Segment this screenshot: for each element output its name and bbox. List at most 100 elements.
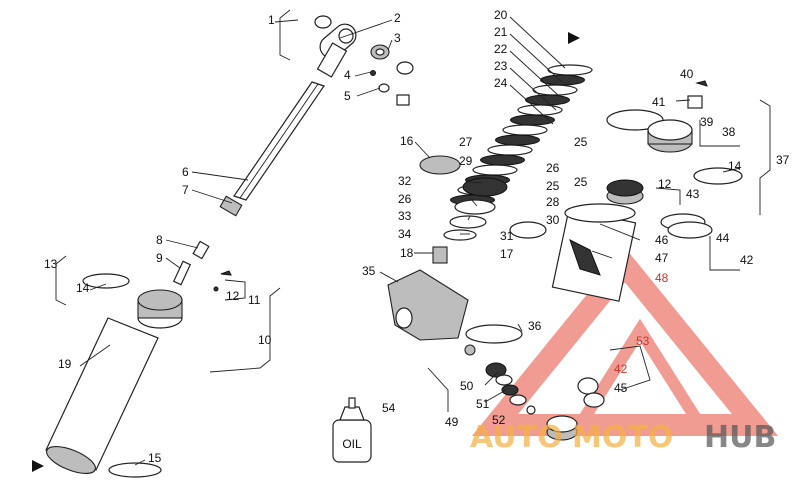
callout-number: 4 [344, 68, 351, 82]
callout-number: 25 [546, 179, 560, 193]
callout-number: 26 [546, 161, 560, 175]
callout-number: 20 [494, 8, 508, 22]
leader-lines [79, 16, 741, 466]
valve-part [464, 344, 476, 356]
callout-number: 41 [652, 95, 666, 109]
callout-number: 29 [459, 154, 473, 168]
callout-number: 48 [655, 271, 669, 285]
callout-number: 40 [680, 67, 694, 81]
watermark-moto: MOTO [572, 420, 673, 455]
bearing-part [370, 44, 390, 60]
spring-ring [540, 74, 585, 86]
callout-number: 18 [400, 246, 414, 260]
callout-number: 7 [182, 183, 189, 197]
reservoir-cap-part [647, 119, 693, 153]
callout-number: 38 [722, 125, 736, 139]
callout-number: 15 [148, 451, 162, 465]
callout-number: 14 [728, 159, 742, 173]
callout-number: 26 [398, 192, 412, 206]
callout-number: 23 [494, 59, 508, 73]
bracket-lines [55, 9, 771, 412]
snap-ring-part [396, 61, 414, 75]
reservoir-body-part [45, 317, 159, 474]
callout-number: 27 [459, 135, 473, 149]
clevis-body-part [387, 269, 469, 341]
callout-number: 25 [574, 135, 588, 149]
callout-number: 33 [398, 209, 412, 223]
washer-part [378, 83, 390, 93]
oil-bottle-label: OIL [342, 437, 362, 451]
callout-number: 46 [655, 233, 669, 247]
callout-number: 9 [156, 251, 163, 265]
watermark-logo [471, 247, 779, 436]
callout-number: 25 [574, 175, 588, 189]
spring-ring [525, 94, 570, 106]
callout-number: 19 [58, 357, 72, 371]
callout-number: 47 [655, 251, 669, 265]
callout-number: 35 [362, 264, 376, 278]
piston-group-part [443, 177, 547, 241]
reservoir-cap-part [546, 415, 578, 441]
callout-number: 10 [258, 333, 272, 347]
spring-ring [502, 124, 548, 136]
callout-number: 2 [394, 11, 401, 25]
callout-number: 3 [394, 31, 401, 45]
callout-number: 32 [398, 174, 412, 188]
callout-number: 12 [226, 289, 240, 303]
seal-head-part [137, 289, 183, 329]
callout-number: 22 [494, 42, 508, 56]
o-ring-part [667, 221, 713, 239]
valve-part [396, 94, 410, 106]
callout-number: 24 [494, 76, 508, 90]
o-ring-part [108, 462, 162, 478]
callout-number: 50 [460, 379, 474, 393]
callout-number: 31 [500, 229, 514, 243]
pin-part [172, 260, 192, 286]
watermark-hub: HUB [704, 420, 776, 455]
callout-number: 36 [528, 319, 542, 333]
bushing-part [192, 240, 210, 260]
spring-ring [472, 164, 518, 176]
valve-part [687, 95, 703, 109]
callout-number: 6 [182, 165, 189, 179]
callout-number: 52 [492, 413, 506, 427]
bushing-part [432, 246, 448, 264]
spring-ring [510, 114, 555, 126]
callout-number: 16 [400, 134, 414, 148]
arrow-icon [568, 32, 580, 44]
ball-part [213, 286, 219, 292]
callout-number: 1 [268, 13, 275, 27]
cylinder-part [551, 203, 637, 302]
watermark-auto: AUTO [470, 420, 563, 455]
shaft-part [219, 81, 325, 217]
o-ring-part [577, 377, 599, 395]
callout-number: 43 [686, 187, 700, 201]
callout-number: 30 [546, 213, 560, 227]
spring-ring [495, 134, 540, 146]
callout-number: 17 [500, 247, 514, 261]
callout-number: 42 [740, 253, 754, 267]
spring-ring [547, 64, 593, 76]
callout-number: 14 [76, 281, 90, 295]
callout-number: 12 [658, 177, 672, 191]
o-ring-part [465, 324, 523, 344]
spring-ring [487, 144, 533, 156]
callout-number: 13 [44, 257, 58, 271]
arrow-icon [32, 460, 44, 472]
callout-number: 5 [344, 89, 351, 103]
callout-number: 28 [546, 195, 560, 209]
callout-number: 39 [700, 115, 714, 129]
snap-ring-part [314, 15, 332, 29]
watermark-text: AUTO MOTO HUB [470, 420, 776, 455]
spring-ring [532, 84, 578, 96]
o-ring-part [583, 392, 605, 408]
ball-part [370, 70, 376, 76]
o-ring-part [82, 273, 130, 289]
screw-part [695, 80, 708, 87]
callout-number: 49 [445, 415, 459, 429]
callout-number: 44 [716, 231, 730, 245]
callout-number: 37 [776, 153, 790, 167]
callout-number: 45 [614, 381, 628, 395]
